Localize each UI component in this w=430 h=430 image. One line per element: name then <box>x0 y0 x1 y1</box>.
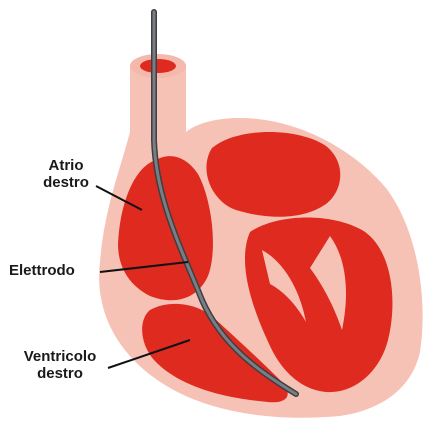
electrode-label: Elettrodo <box>9 262 75 279</box>
right-ventricle-label: Ventricolo destro <box>12 348 108 382</box>
electrode-label-text: Elettrodo <box>9 262 75 279</box>
right-ventricle-label-line2: destro <box>12 365 108 382</box>
left-atrium-chamber <box>206 132 340 217</box>
right-atrium-label-line1: Atrio <box>36 157 96 174</box>
vena-cava-lumen <box>140 59 176 73</box>
right-atrium-label: Atrio destro <box>36 157 96 191</box>
right-ventricle-label-line1: Ventricolo <box>12 348 108 365</box>
right-atrium-label-line2: destro <box>36 174 96 191</box>
